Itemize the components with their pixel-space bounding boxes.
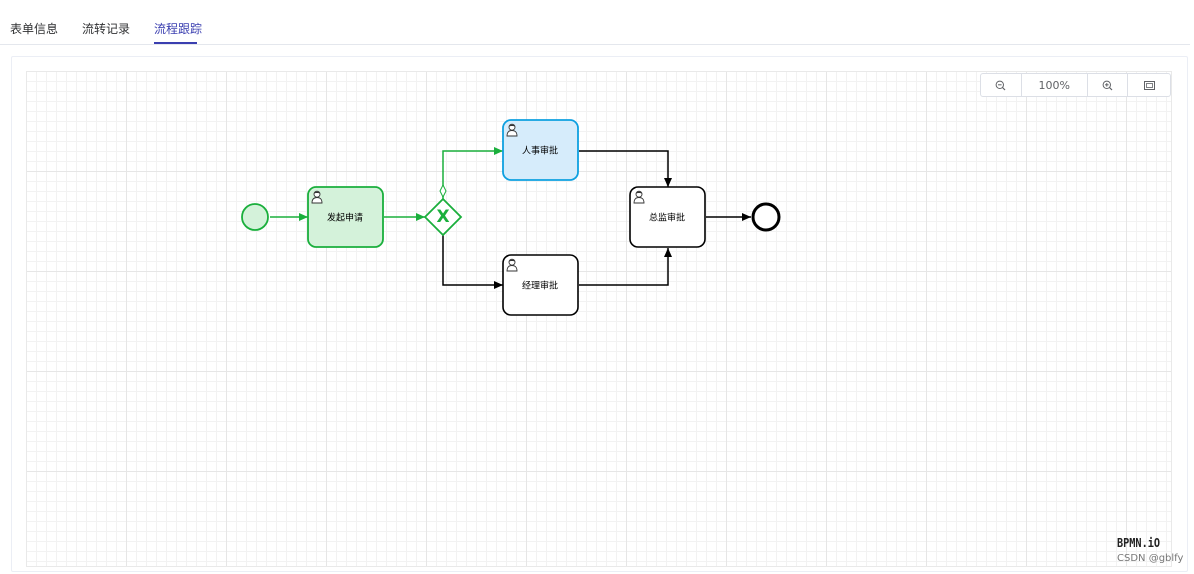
active-tab-indicator	[154, 42, 197, 44]
flow-gateway-to-manager	[442, 235, 503, 289]
end-event[interactable]	[751, 202, 781, 232]
zoom-in-icon	[1102, 80, 1113, 90]
task-apply-label: 发起申请	[326, 213, 364, 224]
task-director-approval[interactable]	[629, 186, 706, 248]
bpmn-canvas[interactable]: 发起申请 人事审批 经理审批 总监审批 X	[26, 71, 1172, 567]
zoom-out-icon	[995, 80, 1006, 90]
task-hr-approval[interactable]	[502, 119, 579, 181]
gateway-x-icon: X	[436, 207, 450, 227]
flow-manager-to-director	[579, 248, 672, 286]
zoom-level: 100%	[1022, 74, 1088, 96]
fit-viewport-icon	[1143, 80, 1155, 90]
task-director-label: 总监审批	[648, 213, 686, 224]
zoom-toolbar: 100%	[980, 73, 1171, 97]
tab-content-card	[11, 56, 1188, 572]
task-manager-label: 经理审批	[521, 281, 559, 292]
task-manager-approval[interactable]	[502, 254, 579, 316]
task-apply[interactable]	[307, 186, 384, 248]
tab-flow-records[interactable]: 流转记录	[82, 22, 131, 36]
task-hr-label: 人事审批	[521, 146, 559, 157]
flow-gateway-to-hr	[442, 147, 503, 199]
fit-viewport-button[interactable]	[1128, 74, 1170, 96]
tab-bar: 表单信息 流转记录 流程跟踪	[0, 0, 1190, 45]
tab-form-info[interactable]: 表单信息	[10, 22, 59, 36]
flow-hr-to-director	[579, 150, 672, 187]
conditional-flow-icon	[439, 183, 447, 199]
exclusive-gateway[interactable]	[423, 197, 463, 237]
tab-process-tracking[interactable]: 流程跟踪	[154, 22, 203, 36]
bpmn-io-logo[interactable]: BPMN.iO	[1117, 536, 1160, 550]
start-event[interactable]	[241, 203, 269, 231]
zoom-in-button[interactable]	[1088, 74, 1129, 96]
csdn-watermark: CSDN @gblfy	[1117, 553, 1184, 564]
process-diagram	[241, 119, 781, 316]
zoom-out-button[interactable]	[981, 74, 1022, 96]
